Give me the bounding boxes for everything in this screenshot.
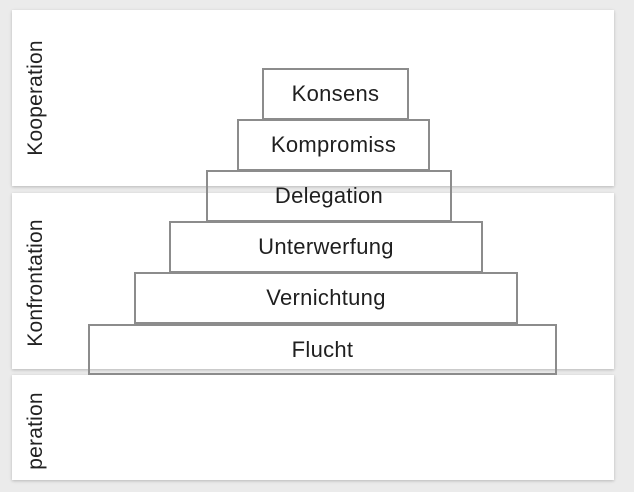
pyramid-step-vernichtung: Vernichtung (134, 272, 518, 324)
pyramid-step-kompromiss: Kompromiss (237, 119, 430, 171)
band-label-partial: peration (24, 392, 47, 470)
band-label-clip: peration (12, 375, 72, 480)
band-partial (12, 375, 614, 480)
band-kooperation (12, 10, 614, 186)
band-label-konfrontation: Konfrontation (24, 219, 47, 347)
pyramid-step-flucht: Flucht (88, 324, 557, 375)
pyramid-step-delegation: Delegation (206, 170, 452, 222)
band-label-kooperation: Kooperation (24, 40, 47, 156)
pyramid-step-konsens: Konsens (262, 68, 409, 120)
pyramid-step-unterwerfung: Unterwerfung (169, 221, 483, 273)
